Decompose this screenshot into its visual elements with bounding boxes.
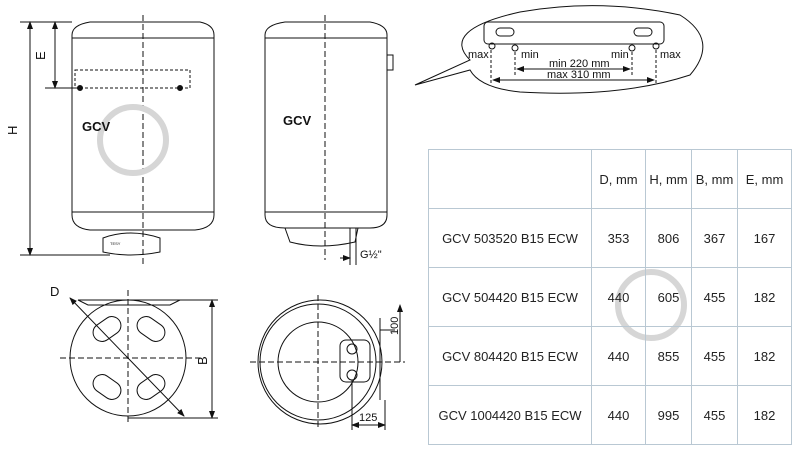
bracket-detail	[414, 5, 704, 94]
bracket-offset-label: E	[33, 51, 48, 60]
cell: 855	[645, 326, 692, 386]
cell: 440	[591, 385, 646, 445]
cell: 182	[737, 267, 792, 327]
dimensions-table: D, mm H, mm B, mm E, mm GCV 503520 B15 E…	[428, 149, 792, 445]
min-left-label: min	[521, 49, 539, 61]
cell: 440	[591, 267, 646, 327]
cell: 605	[645, 267, 692, 327]
cell: 455	[691, 267, 738, 327]
offset-horizontal-label: 125	[359, 412, 377, 424]
header-cell: D, mm	[591, 149, 646, 209]
header-cell: H, mm	[645, 149, 692, 209]
max-distance-label: max 310 mm	[547, 69, 611, 81]
front-model-label: GCV	[82, 119, 111, 134]
cell: 806	[645, 208, 692, 268]
side-view	[264, 15, 394, 265]
model-cell: GCV 804420 B15 ECW	[428, 326, 592, 386]
offset-vertical-label: 100	[389, 317, 401, 335]
model-cell: GCV 1004420 B15 ECW	[428, 385, 592, 445]
top-view-right	[250, 295, 405, 430]
height-label: H	[5, 126, 20, 135]
cell: 455	[691, 326, 738, 386]
top-view-left	[60, 290, 218, 425]
header-cell	[428, 149, 592, 209]
control-panel	[102, 232, 161, 256]
max-right-label: max	[660, 49, 681, 61]
cell: 440	[591, 326, 646, 386]
model-cell: GCV 504420 B15 ECW	[428, 267, 592, 327]
connection-label: G½"	[360, 249, 382, 261]
cell: 182	[737, 326, 792, 386]
diameter-label: D	[50, 284, 59, 299]
cell: 455	[691, 385, 738, 445]
side-model-label: GCV	[283, 113, 312, 128]
cell: 367	[691, 208, 738, 268]
cell: 995	[645, 385, 692, 445]
header-cell: B, mm	[691, 149, 738, 209]
cell: 167	[737, 208, 792, 268]
front-view	[20, 15, 215, 265]
cell: 353	[591, 208, 646, 268]
cell: 182	[737, 385, 792, 445]
max-left-label: max	[468, 49, 489, 61]
panel-brand: TESY	[110, 241, 121, 246]
model-cell: GCV 503520 B15 ECW	[428, 208, 592, 268]
min-distance-label: min 220 mm	[549, 58, 610, 70]
table-header-row: D, mm H, mm B, mm E, mm	[428, 149, 792, 209]
header-cell: E, mm	[737, 149, 792, 209]
min-right-label: min	[611, 49, 629, 61]
depth-label: B	[195, 356, 210, 365]
